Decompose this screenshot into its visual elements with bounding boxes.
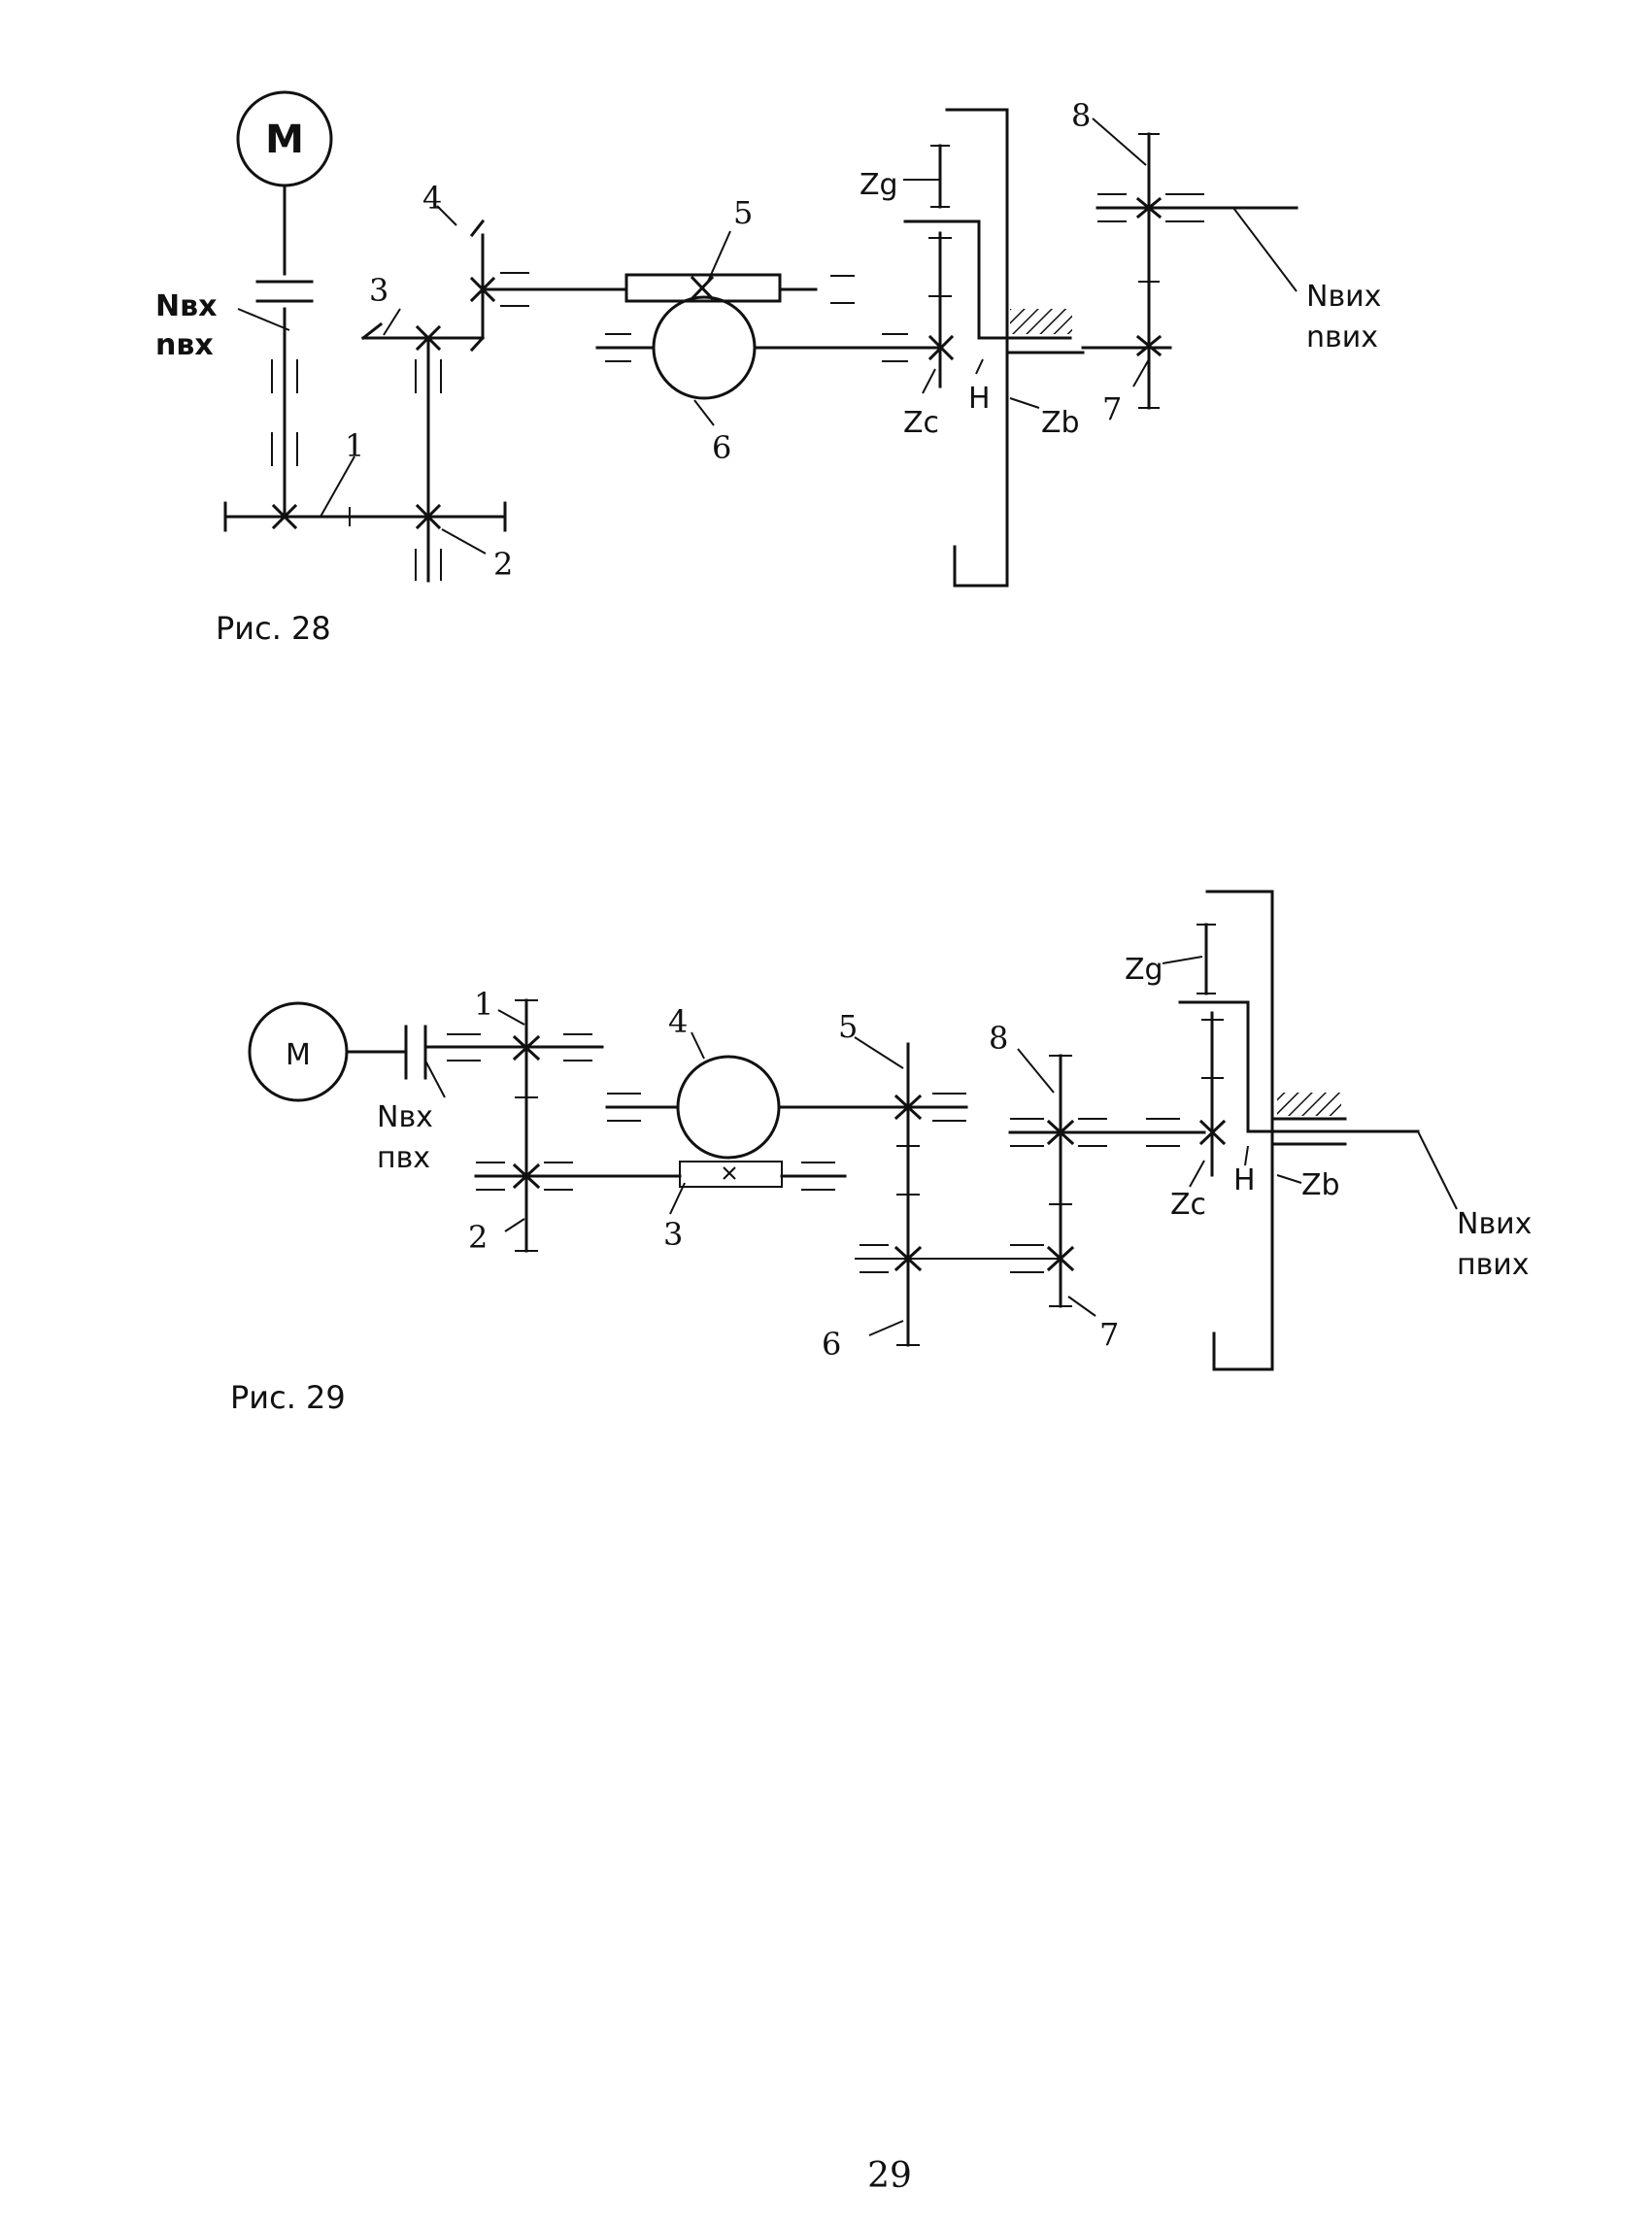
bevel-gear-pair-3-4: [360, 219, 529, 353]
label-29-part-3: 3: [663, 1216, 683, 1253]
figure-28: M: [155, 90, 1381, 647]
output-power-29: Nвих: [1457, 1207, 1532, 1241]
gear-pair-1-2-29: [474, 998, 682, 1253]
label-29-part-7: 7: [1099, 1316, 1119, 1353]
planetary-gear-29: [1178, 890, 1458, 1371]
label-28-zc: Zc: [903, 406, 939, 440]
label-28-part-3: 3: [369, 272, 388, 309]
motor-29-label: M: [286, 1038, 311, 1072]
label-29-part-2: 2: [468, 1219, 488, 1256]
label-28-part-2: 2: [493, 546, 513, 583]
input-power-28: Nвх: [155, 289, 217, 323]
label-28-part-1: 1: [345, 427, 364, 464]
caption-28: Рис. 28: [216, 610, 331, 647]
label-29-part-6: 6: [822, 1326, 841, 1363]
label-28-part-6: 6: [712, 429, 731, 466]
worm-gear-3-4-29: [605, 1055, 968, 1191]
label-29-h: H: [1233, 1163, 1256, 1197]
shaft-2-3: [415, 324, 442, 583]
gear-pair-1-2: [223, 501, 507, 532]
gear-pair-5-6-29: [855, 1042, 1059, 1347]
input-shaft-28: [255, 184, 314, 519]
motor-28-label: M: [265, 118, 304, 162]
output-speed-28: nвих: [1306, 320, 1378, 354]
label-29-part-5: 5: [838, 1008, 858, 1045]
gear-pair-7-8-29: [1008, 1054, 1206, 1308]
page-number: 29: [867, 2156, 912, 2196]
label-28-part-8: 8: [1071, 97, 1091, 134]
label-29-zc: Zc: [1170, 1188, 1206, 1222]
input-speed-28: nвх: [155, 328, 214, 362]
label-29-zg: Zg: [1125, 953, 1163, 987]
output-speed-29: пвих: [1457, 1248, 1530, 1282]
label-29-part-4: 4: [668, 1003, 688, 1040]
input-speed-29: пвх: [377, 1141, 430, 1175]
label-29-zb: Zb: [1301, 1168, 1340, 1202]
input-power-29: Nвх: [377, 1100, 433, 1134]
leader-lines-29: [497, 956, 1302, 1336]
label-28-zb: Zb: [1041, 406, 1080, 440]
motor-29: M: [248, 1001, 349, 1102]
label-28-zg: Zg: [860, 168, 898, 202]
label-29-part-1: 1: [474, 986, 493, 1023]
output-power-28: Nвих: [1306, 280, 1381, 314]
label-28-part-7: 7: [1102, 390, 1122, 427]
label-28-part-4: 4: [422, 180, 442, 217]
figure-29: M: [230, 890, 1532, 1416]
leader-lines-28: [237, 118, 1150, 555]
input-shaft-29: [345, 1025, 604, 1098]
label-29-part-8: 8: [989, 1020, 1008, 1057]
label-28-h: H: [968, 382, 991, 416]
gear-pair-7-8: [1096, 132, 1298, 410]
caption-29: Рис. 29: [230, 1379, 346, 1416]
planetary-gear-28: [903, 108, 1172, 588]
worm-gear-5-6: [481, 273, 942, 400]
label-28-part-5: 5: [733, 194, 753, 231]
motor-28: M: [236, 90, 333, 187]
